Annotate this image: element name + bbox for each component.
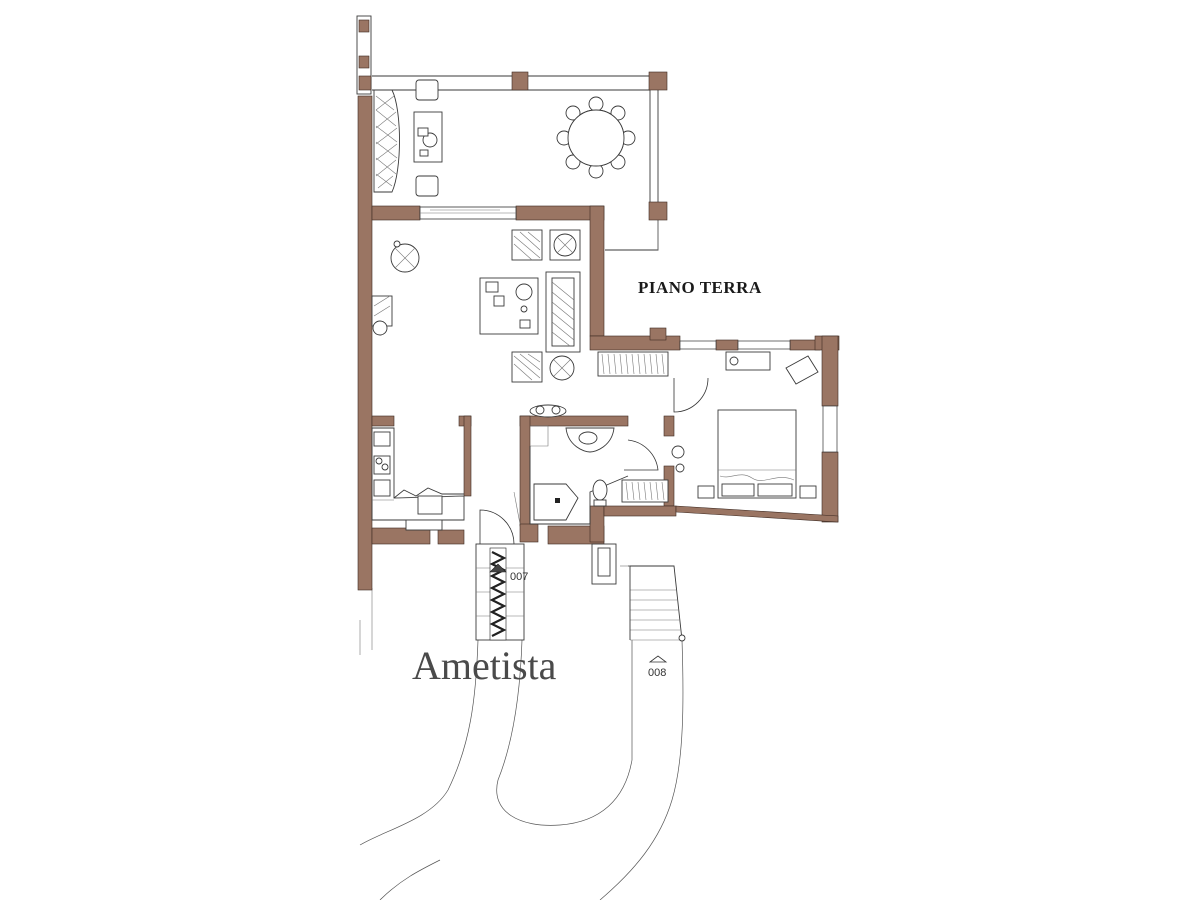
porch bbox=[356, 15, 668, 251]
floor-label: PIANO TERRA bbox=[638, 278, 762, 297]
stairs bbox=[591, 543, 686, 663]
toilet bbox=[592, 479, 608, 501]
porch-post bbox=[358, 75, 372, 91]
window bbox=[737, 340, 791, 350]
round-dining-table bbox=[556, 96, 636, 179]
unit-name: Ametista bbox=[412, 643, 557, 688]
porch-post bbox=[648, 201, 668, 221]
marker-007-icon bbox=[489, 563, 507, 573]
marker-007-label: 007 bbox=[510, 571, 528, 583]
kitchen bbox=[371, 427, 465, 531]
sink bbox=[417, 495, 443, 515]
walls bbox=[357, 95, 840, 591]
living-room-furniture bbox=[371, 229, 581, 383]
window bbox=[822, 405, 838, 453]
bathroom bbox=[529, 404, 669, 525]
porch-post bbox=[358, 55, 370, 69]
entrance-path bbox=[475, 543, 525, 641]
double-bed bbox=[717, 409, 797, 499]
desk-chair bbox=[785, 355, 819, 385]
bedroom bbox=[597, 351, 819, 499]
chair bbox=[415, 175, 439, 197]
armchair bbox=[511, 229, 543, 261]
porch-post bbox=[358, 19, 370, 33]
marker-008-label: 008 bbox=[648, 667, 666, 679]
chair bbox=[415, 79, 439, 101]
wall-angled bbox=[675, 505, 839, 523]
shower bbox=[533, 483, 579, 521]
bathroom-door bbox=[624, 439, 659, 471]
porch-post bbox=[511, 71, 529, 91]
window bbox=[679, 340, 717, 350]
garden-paths bbox=[359, 588, 684, 900]
bedroom-door bbox=[673, 377, 709, 413]
entrance-door bbox=[479, 509, 515, 545]
desk bbox=[725, 351, 771, 371]
porch-post bbox=[648, 71, 668, 91]
openings bbox=[419, 206, 838, 545]
marker-008-icon bbox=[648, 655, 668, 663]
planter bbox=[373, 89, 400, 193]
